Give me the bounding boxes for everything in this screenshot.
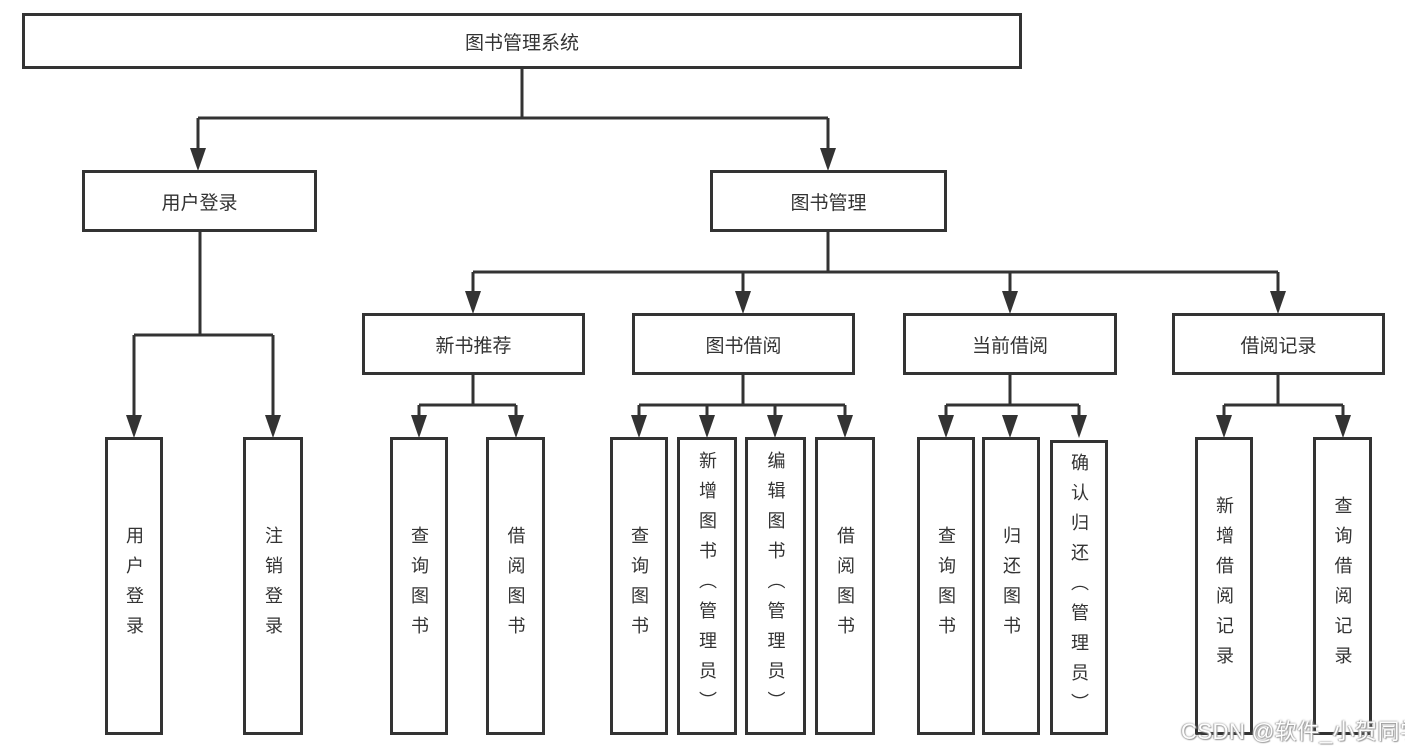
- node-box-leaf-query-book-1: 查询图书: [390, 437, 448, 735]
- node-root-label: 图书管理系统: [464, 32, 579, 54]
- node-box-book-borrow: 图书借阅: [632, 313, 855, 375]
- node-box-leaf-edit-book-admin: 编辑图书（管理员）: [745, 437, 806, 735]
- node-box-leaf-user-login: 用户登录: [105, 437, 163, 735]
- node-box-leaf-query-book-3: 查询图书: [917, 437, 975, 735]
- watermark-text: CSDN @软件_小贺同学: [1181, 719, 1405, 744]
- node-box-leaf-logout: 注销登录: [243, 437, 303, 735]
- node-box-root: 图书管理系统: [22, 13, 1022, 69]
- node-book-management-label: 图书管理: [790, 192, 867, 214]
- node-box-leaf-borrow-book-1: 借阅图书: [486, 437, 545, 735]
- node-box-leaf-add-book-admin: 新增图书（管理员）: [677, 437, 737, 735]
- node-book-borrow-label: 图书借阅: [705, 335, 782, 357]
- node-current-borrow-label: 当前借阅: [971, 335, 1048, 357]
- node-box-new-book-recommend: 新书推荐: [362, 313, 585, 375]
- node-box-leaf-add-borrow-record: 新增借阅记录: [1195, 437, 1253, 735]
- node-leaf-add-borrow-record-label: 新增借阅记录: [1214, 496, 1234, 676]
- node-box-leaf-borrow-book-2: 借阅图书: [815, 437, 875, 735]
- node-leaf-query-book-1-label: 查询图书: [409, 526, 429, 646]
- node-box-current-borrow: 当前借阅: [903, 313, 1117, 375]
- node-leaf-add-book-admin-label: 新增图书（管理员）: [697, 451, 717, 721]
- node-new-book-recommend-label: 新书推荐: [435, 335, 512, 357]
- node-leaf-return-book-label: 归还图书: [1001, 526, 1021, 646]
- node-leaf-query-borrow-record-label: 查询借阅记录: [1332, 496, 1353, 676]
- node-leaf-borrow-book-2-label: 借阅图书: [835, 526, 855, 646]
- node-borrow-records-label: 借阅记录: [1240, 335, 1317, 357]
- node-leaf-edit-book-admin-label: 编辑图书（管理员）: [765, 451, 786, 721]
- node-box-borrow-records: 借阅记录: [1172, 313, 1385, 375]
- node-user-login-label: 用户登录: [161, 192, 238, 214]
- node-box-leaf-return-book: 归还图书: [982, 437, 1040, 735]
- node-leaf-query-book-2-label: 查询图书: [629, 526, 649, 646]
- node-box-leaf-query-book-2: 查询图书: [610, 437, 668, 735]
- node-leaf-logout-label: 注销登录: [263, 526, 283, 646]
- node-box-leaf-confirm-return-admin: 确认归还（管理员）: [1050, 440, 1108, 735]
- node-box-user-login: 用户登录: [82, 170, 317, 232]
- node-box-book-management: 图书管理: [710, 170, 947, 232]
- node-leaf-confirm-return-admin-label: 确认归还（管理员）: [1069, 452, 1089, 723]
- node-leaf-borrow-book-1-label: 借阅图书: [505, 526, 526, 646]
- node-box-leaf-query-borrow-record: 查询借阅记录: [1313, 437, 1372, 735]
- node-leaf-query-book-3-label: 查询图书: [936, 526, 956, 646]
- node-leaf-user-login-label: 用户登录: [124, 526, 144, 646]
